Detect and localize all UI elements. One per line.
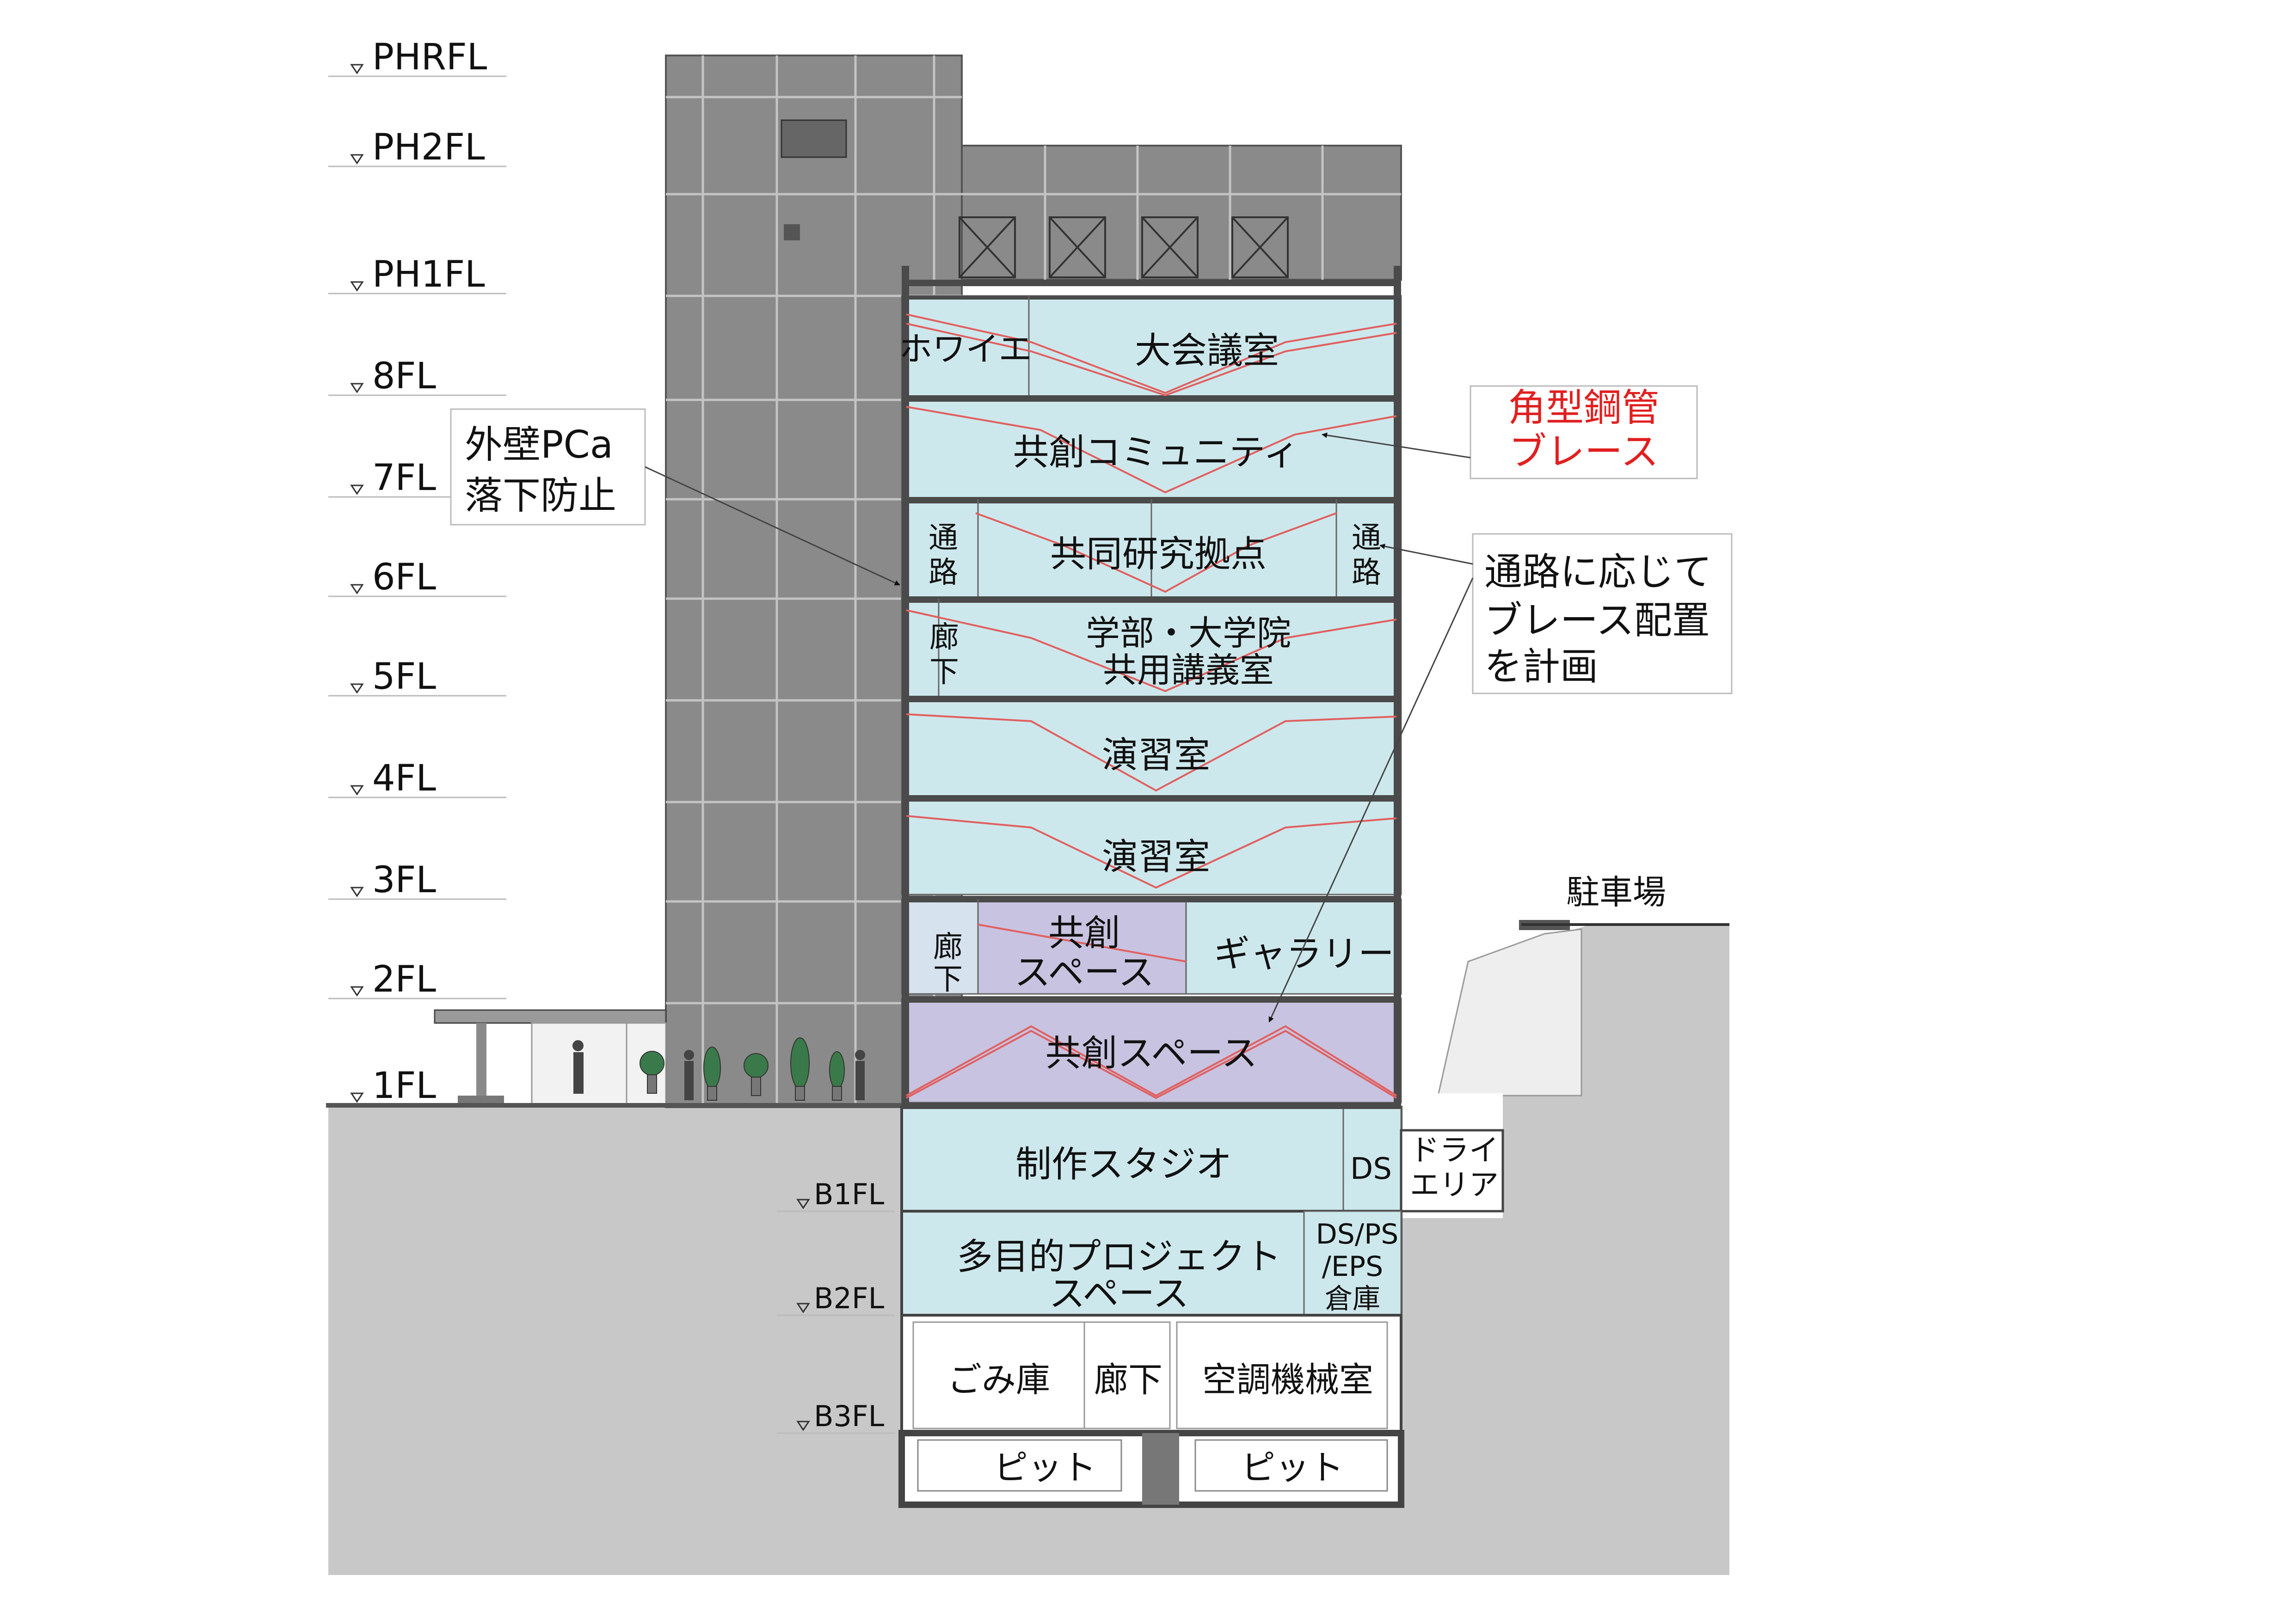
level-label-7fl: 7FL xyxy=(372,457,436,499)
level-label-b3fl: B3FL xyxy=(814,1399,885,1433)
room-pit-right: ピット xyxy=(1241,1448,1344,1488)
annotation-plan-line3: を計画 xyxy=(1484,645,1598,689)
room-gallery: ギャラリー xyxy=(1214,933,1394,975)
room-lecture-2: 共用講義室 xyxy=(1103,650,1274,690)
annotation-plan: 通路に応じて ブレース配置 を計画 xyxy=(1268,533,1733,1023)
room-pit-left: ピット xyxy=(994,1448,1096,1488)
annotation-pca-line2: 落下防止 xyxy=(465,474,616,518)
room-passage-right-2: 路 xyxy=(1352,556,1381,590)
annotation-plan-line2: ブレース配置 xyxy=(1484,599,1710,643)
room-parking: 駐車場 xyxy=(1566,873,1666,912)
room-dry-area-1: ドライ xyxy=(1410,1134,1499,1168)
annotation-plan-line1: 通路に応じて xyxy=(1484,550,1712,594)
room-dsps-3: 倉庫 xyxy=(1325,1283,1380,1315)
people xyxy=(572,1040,865,1100)
room-passage-left-2: 路 xyxy=(929,556,958,590)
room-corridor-2f-2: 下 xyxy=(933,962,963,997)
basement-level-labels: B1FL B2FL B3FL xyxy=(814,1177,885,1433)
level-label-ph1fl: PH1FL xyxy=(372,254,485,295)
room-exercise-3f: 演習室 xyxy=(1102,836,1210,878)
room-garbage: ごみ庫 xyxy=(947,1360,1050,1400)
room-passage-left-1: 通 xyxy=(929,521,958,555)
room-dsps-1: DS/PS xyxy=(1316,1218,1399,1250)
room-exercise-4f: 演習室 xyxy=(1102,735,1210,776)
room-corridor-5f-2: 下 xyxy=(929,655,959,689)
level-label-8fl: 8FL xyxy=(372,355,436,397)
annotation-brace-line2: ブレース xyxy=(1509,430,1659,474)
room-foyer: ホワイエ xyxy=(899,330,1032,368)
room-community: 共創コミュニティ xyxy=(1013,432,1299,473)
level-label-6fl: 6FL xyxy=(372,557,436,598)
room-dsps-2: /EPS xyxy=(1322,1250,1383,1283)
room-cospace-1f: 共創スペース xyxy=(1046,1033,1258,1074)
level-label-2fl: 2FL xyxy=(372,959,436,1000)
room-corridor-2f-1: 廊 xyxy=(933,930,963,964)
annotation-pca-line1: 外壁PCa xyxy=(465,423,613,467)
room-cospace-2f-1: 共創 xyxy=(1048,913,1120,954)
building-section xyxy=(898,266,1504,1508)
room-ds: DS xyxy=(1350,1152,1392,1186)
level-label-4fl: 4FL xyxy=(372,758,436,799)
level-label-b2fl: B2FL xyxy=(814,1281,885,1315)
room-corridor-b3: 廊下 xyxy=(1094,1360,1162,1400)
trees xyxy=(640,1037,845,1101)
room-machine: 空調機械室 xyxy=(1202,1360,1373,1400)
room-joint-research: 共同研究拠点 xyxy=(1050,533,1267,575)
level-label-b1fl: B1FL xyxy=(814,1177,885,1211)
level-label-phrfl: PHRFL xyxy=(372,37,487,78)
room-cospace-2f-2: スペース xyxy=(1015,952,1155,993)
annotation-pca: 外壁PCa 落下防止 xyxy=(450,408,900,586)
level-label-ph2fl: PH2FL xyxy=(372,127,485,168)
room-corridor-5f-1: 廊 xyxy=(929,620,959,655)
room-labels: ホワイエ 大会議室 共創コミュニティ 通 路 共同研究拠点 通 路 廊 下 学部… xyxy=(899,330,1666,1488)
room-dry-area-2: エリア xyxy=(1410,1168,1499,1202)
level-label-1fl: 1FL xyxy=(372,1065,436,1107)
room-passage-right-1: 通 xyxy=(1352,521,1381,555)
room-multi-2: スペース xyxy=(1049,1273,1189,1315)
room-large-meeting: 大会議室 xyxy=(1135,330,1279,372)
room-lecture-1: 学部・大学院 xyxy=(1086,613,1291,653)
level-markers xyxy=(350,64,810,1431)
room-studio: 制作スタジオ xyxy=(1015,1144,1232,1185)
level-label-5fl: 5FL xyxy=(372,656,436,698)
level-lines xyxy=(328,75,895,1434)
room-multi-1: 多目的プロジェクト xyxy=(957,1236,1281,1278)
annotation-brace-line1: 角型鋼管 xyxy=(1508,386,1660,430)
level-labels: PHRFL PH2FL PH1FL 8FL 7FL 6FL 5FL 4FL 3F… xyxy=(372,37,487,1107)
level-label-3fl: 3FL xyxy=(372,859,436,901)
annotation-brace: 角型鋼管 ブレース xyxy=(1322,385,1698,479)
